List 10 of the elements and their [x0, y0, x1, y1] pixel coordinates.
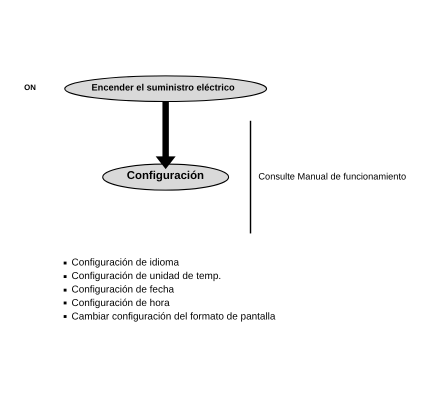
node-ellipse: Configuración	[102, 163, 230, 190]
node-ellipse: Encender el suministro eléctrico	[64, 74, 268, 102]
label: ON	[24, 82, 36, 92]
label: Consulte Manual de funcionamiento	[258, 171, 406, 182]
label: Configuración de fecha	[72, 284, 174, 295]
label: Configuración de hora	[72, 297, 170, 308]
label: Configuración de idioma	[72, 256, 180, 268]
label: Cambiar configuración del formato de pantalla	[72, 311, 276, 322]
arrow	[156, 101, 176, 169]
label: Configuración de unidad de temp.	[72, 270, 222, 282]
